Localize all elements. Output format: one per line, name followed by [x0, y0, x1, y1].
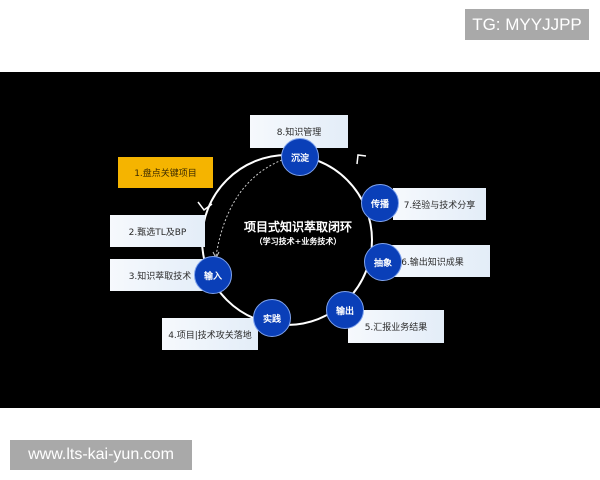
node-spread: 传播	[361, 184, 399, 222]
watermark-bottom: www.lts-kai-yun.com	[10, 440, 192, 470]
watermark-top: TG: MYYJJPP	[465, 9, 589, 40]
step-4-project-landing: 4.项目|技术攻关落地	[162, 318, 258, 350]
node-practice: 实践	[253, 299, 291, 337]
node-precipitate: 沉淀	[281, 138, 319, 176]
step-3-extraction-tech: 3.知识萃取技术	[110, 259, 210, 291]
step-1-key-projects: 1.盘点关键项目	[118, 157, 213, 188]
arrow-up-icon	[356, 154, 367, 165]
diagram-title: 项目式知识萃取闭环	[243, 220, 352, 234]
node-abstract: 抽象	[364, 243, 402, 281]
step-2-select-tl-bp: 2.甄选TL及BP	[110, 215, 205, 247]
diagram-canvas: 8.知识管理 1.盘点关键项目 2.甄选TL及BP 3.知识萃取技术 4.项目|…	[0, 72, 600, 408]
node-input: 输入	[194, 256, 232, 294]
step-5-report-results: 5.汇报业务结果	[348, 310, 444, 343]
node-output: 输出	[326, 291, 364, 329]
arrow-down-icon	[197, 201, 213, 212]
step-7-share-experience: 7.经验与技术分享	[393, 188, 486, 220]
diagram-subtitle: （学习技术+业务技术）	[254, 237, 342, 246]
